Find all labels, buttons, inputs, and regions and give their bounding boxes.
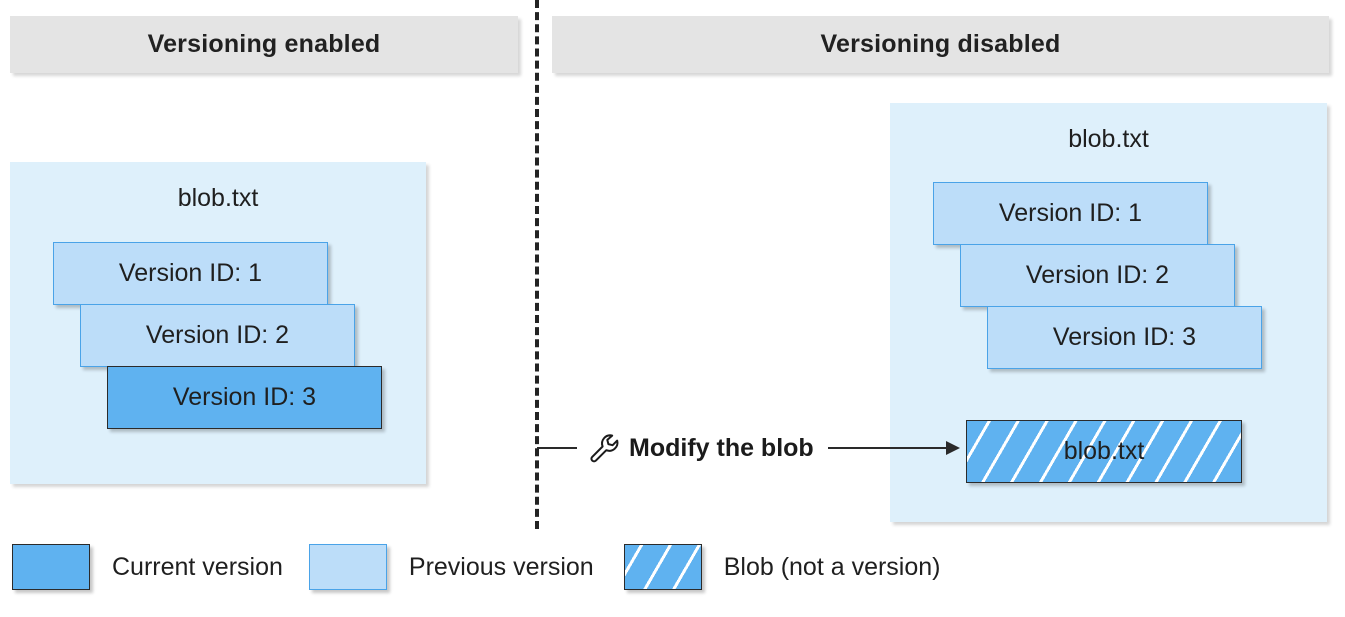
legend-item-current-version: Current version bbox=[12, 544, 283, 590]
panel-versioning-enabled: blob.txt Version ID: 1 Version ID: 2 Ver… bbox=[10, 162, 426, 484]
legend-label-blob-not-a-version: Blob (not a version) bbox=[723, 552, 941, 581]
modify-blob-label: Modify the blob bbox=[629, 433, 814, 462]
right-version-box-3: Version ID: 3 bbox=[987, 306, 1262, 369]
legend-label-previous-version: Previous version bbox=[408, 552, 594, 581]
column-header-versioning-disabled: Versioning disabled bbox=[552, 16, 1329, 73]
panel-left-blob-title: blob.txt bbox=[177, 184, 259, 212]
left-version-box-1: Version ID: 1 bbox=[53, 242, 328, 305]
legend-item-previous-version: Previous version bbox=[308, 544, 594, 590]
legend-item-blob-not-a-version: Blob (not a version) bbox=[623, 544, 941, 590]
vertical-dashed-divider bbox=[535, 0, 539, 529]
panel-right-blob-title: blob.txt bbox=[1068, 125, 1149, 153]
legend-label-current-version: Current version bbox=[112, 552, 283, 581]
right-version-box-1: Version ID: 1 bbox=[933, 182, 1208, 245]
legend: Current version Previous version Blob (n… bbox=[12, 544, 941, 590]
panel-versioning-disabled: blob.txt Version ID: 1 Version ID: 2 Ver… bbox=[890, 103, 1327, 522]
legend-swatch-blob-not-a-version bbox=[623, 544, 702, 590]
callout-lead-line bbox=[537, 447, 577, 449]
modify-blob-arrow bbox=[827, 438, 960, 458]
right-blob-box-hatched: blob.txt bbox=[966, 420, 1242, 483]
column-header-versioning-enabled: Versioning enabled bbox=[10, 16, 518, 73]
left-version-box-2: Version ID: 2 bbox=[80, 304, 355, 367]
modify-blob-callout: Modify the blob bbox=[537, 428, 960, 468]
wrench-icon bbox=[587, 431, 621, 465]
right-version-box-2: Version ID: 2 bbox=[960, 244, 1235, 307]
legend-swatch-current-version bbox=[12, 544, 90, 590]
legend-swatch-previous-version bbox=[308, 544, 387, 590]
left-version-box-3-current: Version ID: 3 bbox=[107, 366, 382, 429]
